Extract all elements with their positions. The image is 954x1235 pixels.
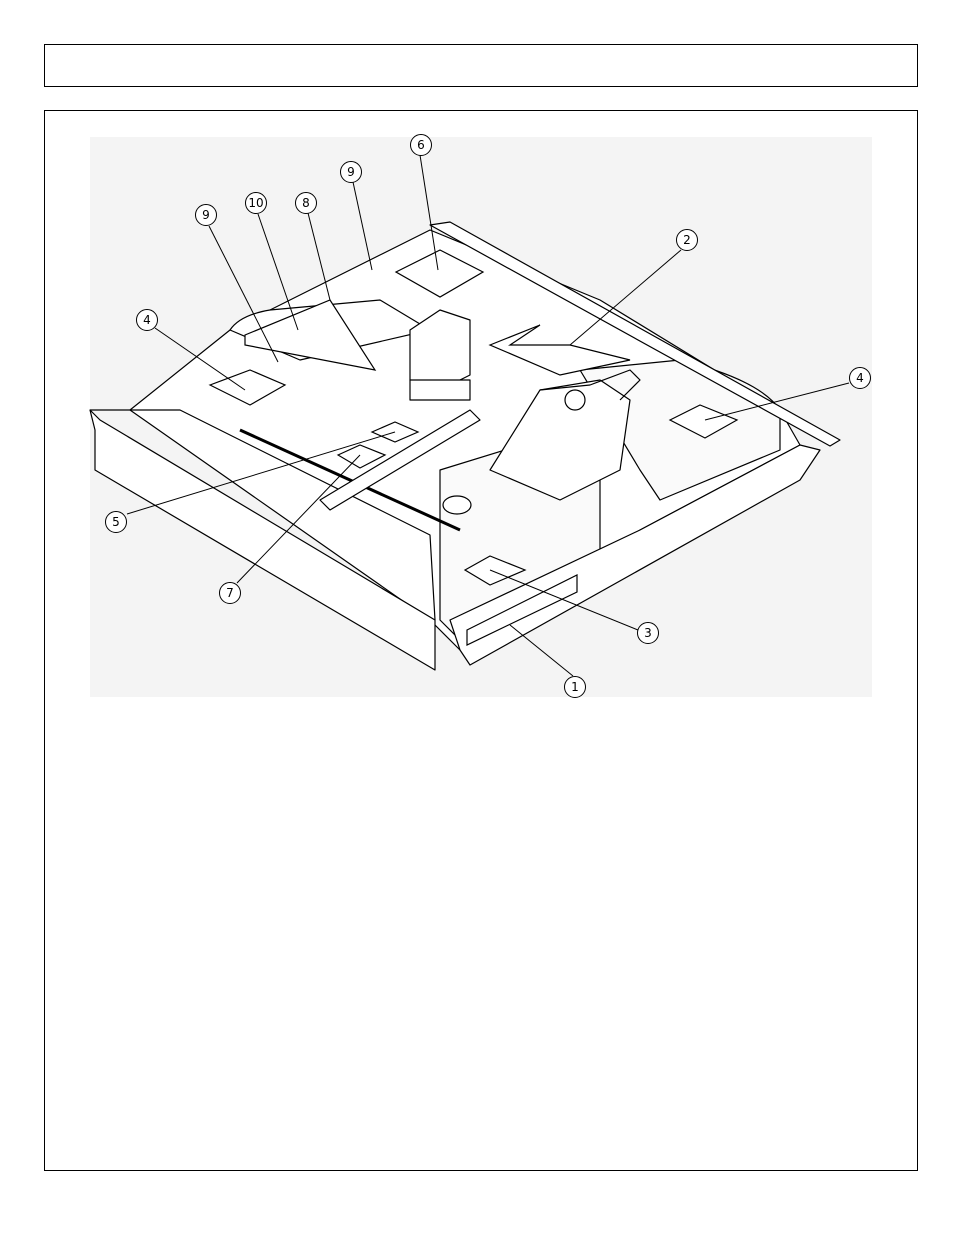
callout-label: 2 <box>683 233 691 247</box>
callout-label: 7 <box>226 586 234 600</box>
callout-label: 4 <box>856 371 864 385</box>
callout-9-right: 9 <box>341 162 362 183</box>
callout-label: 9 <box>202 208 210 222</box>
callout-2: 2 <box>677 230 698 251</box>
callout-7: 7 <box>220 583 241 604</box>
callout-6: 6 <box>411 135 432 156</box>
callout-label: 8 <box>302 196 310 210</box>
callout-label: 4 <box>143 313 151 327</box>
callout-8: 8 <box>296 193 317 214</box>
hitch-pin <box>565 390 585 410</box>
deck-opening <box>443 496 471 514</box>
callout-3: 3 <box>638 623 659 644</box>
callout-label: 3 <box>644 626 652 640</box>
callout-4-right: 4 <box>850 368 871 389</box>
callout-label: 6 <box>417 138 425 152</box>
callout-label: 10 <box>248 196 263 210</box>
callout-label: 5 <box>112 515 120 529</box>
callout-5: 5 <box>106 512 127 533</box>
callout-4-left: 4 <box>137 310 158 331</box>
callout-1: 1 <box>565 677 586 698</box>
callout-10: 10 <box>246 193 267 214</box>
callout-9-left: 9 <box>196 205 217 226</box>
gearbox-base <box>410 380 470 400</box>
callout-label: 9 <box>347 165 355 179</box>
callout-label: 1 <box>571 680 579 694</box>
